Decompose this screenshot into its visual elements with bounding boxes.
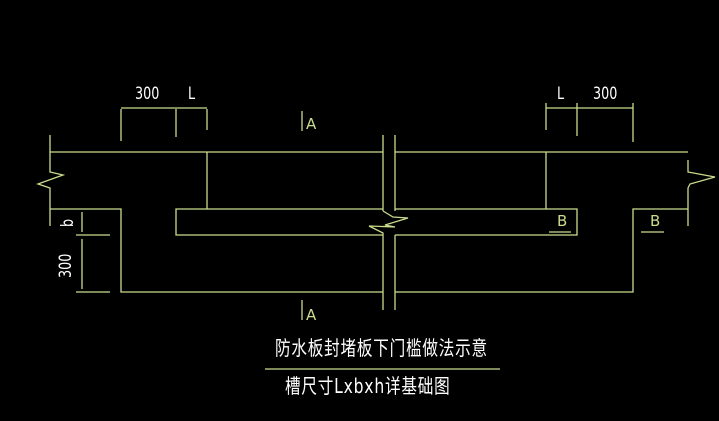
right-pit-outline xyxy=(395,208,688,293)
dimension-label-vertical-300: 300 xyxy=(56,253,76,278)
left-break-line-icon xyxy=(36,135,66,226)
dimension-label-left-L: L xyxy=(188,84,196,104)
section-mark-b-right: B xyxy=(650,212,661,230)
section-mark-b-inner: B xyxy=(557,212,568,230)
dimension-top-right xyxy=(545,103,634,142)
dimension-label-right-300: 300 xyxy=(593,84,618,104)
drawing-subtitle: 槽尺寸Lxbxh详基础图 xyxy=(285,374,451,398)
center-column xyxy=(382,135,396,310)
section-mark-a-top: A xyxy=(306,115,317,133)
left-pit-outline xyxy=(50,208,383,293)
sealing-plate-outline xyxy=(175,208,578,236)
center-break-line-icon xyxy=(368,210,409,235)
drawing-title: 防水板封堵板下门槛做法示意 xyxy=(275,336,488,360)
dimension-label-right-L: L xyxy=(557,84,565,104)
dimension-left-vertical xyxy=(76,212,110,293)
dimension-top-left xyxy=(120,107,208,141)
section-mark-a-bottom: A xyxy=(306,306,317,324)
right-break-line-icon xyxy=(687,160,716,226)
dimension-label-left-300: 300 xyxy=(135,84,160,104)
dimension-label-b: b xyxy=(58,218,78,227)
